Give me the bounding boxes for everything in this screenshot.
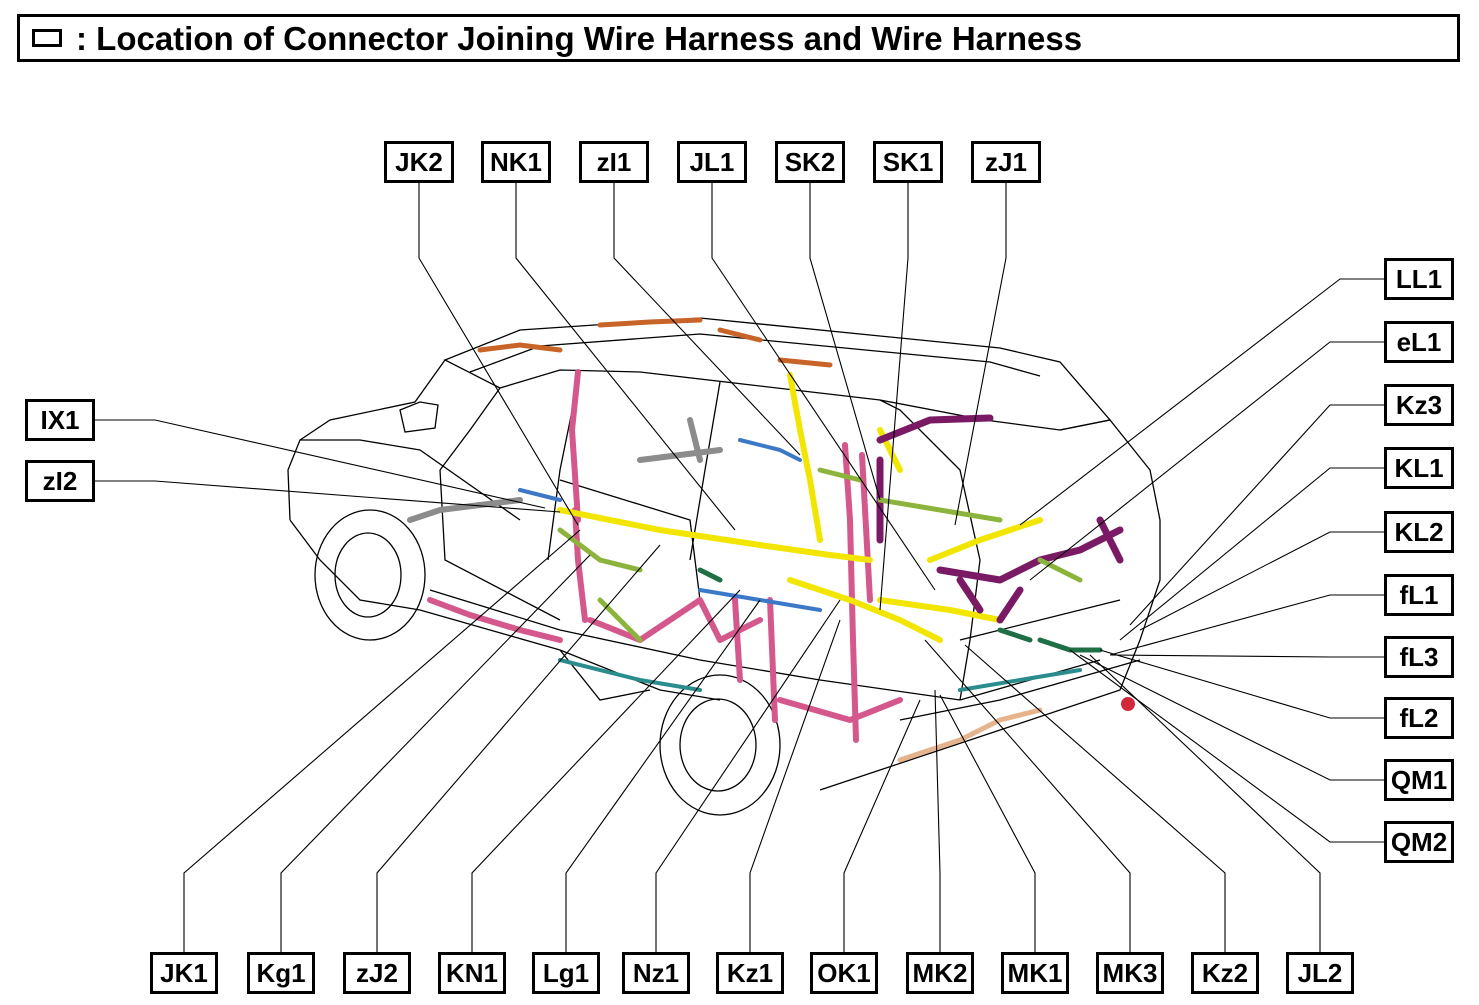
- leader-line: [809, 183, 881, 501]
- leader-line: [613, 183, 801, 456]
- leader-line: [1099, 649, 1384, 719]
- page-title: : Location of Connector Joining Wire Har…: [76, 20, 1083, 57]
- connector-label-ll1: LL1: [1384, 258, 1454, 300]
- connector-label-nz1: Nz1: [622, 952, 690, 994]
- connector-label-ix1: IX1: [25, 399, 95, 441]
- leader-line: [1069, 649, 1384, 843]
- connector-label-sk2: SK2: [775, 141, 845, 183]
- yellow-harness: [557, 372, 1043, 643]
- leader-line: [565, 599, 761, 952]
- leader-line: [1119, 467, 1384, 641]
- connector-label-kz2: Kz2: [1191, 952, 1259, 994]
- gray-harness: [407, 417, 723, 523]
- leader-line: [1029, 341, 1384, 581]
- leader-line: [934, 689, 941, 952]
- leader-line: [1139, 531, 1384, 631]
- connector-label-zi1: zI1: [579, 141, 649, 183]
- leader-line: [1129, 404, 1384, 626]
- leader-line: [749, 619, 841, 952]
- title-banner: : Location of Connector Joining Wire Har…: [17, 14, 1460, 62]
- connector-label-jl2: JL2: [1286, 952, 1354, 994]
- connector-label-mk2: MK2: [906, 952, 974, 994]
- connector-label-ok1: OK1: [810, 952, 878, 994]
- teal-harness: [558, 658, 1082, 692]
- leader-line: [95, 419, 546, 509]
- leader-line: [418, 183, 579, 526]
- leader-line: [376, 544, 661, 952]
- green-harness: [557, 467, 1083, 643]
- leader-lines: [95, 183, 1384, 952]
- leader-line: [1109, 594, 1384, 656]
- leader-line: [280, 554, 591, 952]
- connector-rectangle-icon: [32, 29, 62, 47]
- orange-harness: [477, 317, 833, 368]
- connector-label-mk3: MK3: [1096, 952, 1164, 994]
- leader-line: [471, 589, 741, 952]
- connector-label-fl3: fL3: [1384, 636, 1454, 678]
- leader-line: [954, 183, 1007, 526]
- connector-label-fl2: fL2: [1384, 697, 1454, 739]
- leader-line: [655, 599, 841, 952]
- connector-label-sk1: SK1: [873, 141, 943, 183]
- peach-harness: [897, 707, 1043, 763]
- leader-line: [879, 183, 909, 611]
- red-connector: [1121, 697, 1135, 711]
- blue-harness: [518, 438, 822, 612]
- leader-line: [1079, 654, 1384, 781]
- connector-label-kg1: Kg1: [247, 952, 315, 994]
- connector-label-qm1: QM1: [1384, 759, 1454, 801]
- leader-line: [939, 694, 1036, 952]
- connector-label-zi2: zI2: [25, 460, 95, 502]
- leader-line: [1089, 654, 1321, 952]
- leader-line: [924, 639, 1131, 952]
- connector-label-zj1: zJ1: [971, 141, 1041, 183]
- connector-label-qm2: QM2: [1384, 821, 1454, 863]
- dark-green-harness: [697, 567, 1103, 653]
- connector-label-jk2: JK2: [384, 141, 454, 183]
- pink-harness: [427, 369, 903, 743]
- leader-line: [711, 183, 936, 591]
- leader-line: [964, 644, 1226, 952]
- connector-label-nk1: NK1: [481, 141, 551, 183]
- wire-harnesses: [407, 317, 1135, 763]
- connector-label-kl2: KL2: [1384, 511, 1454, 553]
- connector-label-fl1: fL1: [1384, 574, 1454, 616]
- connector-label-kz1: Kz1: [716, 952, 784, 994]
- connector-label-kn1: KN1: [438, 952, 506, 994]
- leader-line: [843, 699, 921, 952]
- connector-label-kz3: Kz3: [1384, 384, 1454, 426]
- connector-label-el1: eL1: [1384, 321, 1454, 363]
- connector-label-jk1: JK1: [150, 952, 218, 994]
- connector-label-kl1: KL1: [1384, 447, 1454, 489]
- leader-line: [183, 529, 581, 952]
- leader-line: [1109, 654, 1384, 658]
- leader-line: [1019, 278, 1384, 526]
- leader-line: [515, 183, 736, 531]
- connector-label-mk1: MK1: [1001, 952, 1069, 994]
- connector-label-jl1: JL1: [677, 141, 747, 183]
- connector-label-lg1: Lg1: [532, 952, 600, 994]
- leader-line: [95, 480, 561, 513]
- connector-label-zj2: zJ2: [343, 952, 411, 994]
